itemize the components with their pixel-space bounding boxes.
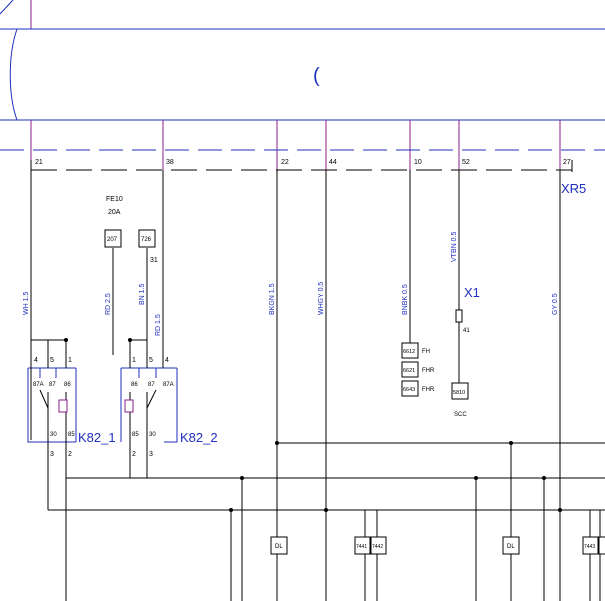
wire-label-wh: WH 1.5	[23, 292, 30, 315]
harness-line	[30, 160, 573, 172]
k82-1-pin-5: 5	[50, 357, 54, 364]
k82-1-pin-30: 30	[50, 432, 57, 438]
k82-2-pin-85: 85	[132, 432, 139, 438]
wire-label-rd25: RD 2.5	[105, 293, 112, 315]
pin-10: 10	[414, 159, 422, 166]
k82-2-contact-87: 87	[148, 382, 155, 388]
fuse-rating: 20A	[108, 209, 121, 216]
box-726: 726 31	[138, 229, 158, 264]
stack-ref-2: 6621	[403, 368, 415, 374]
wires	[30, 170, 561, 601]
wire-label-rd15: RD 1.5	[155, 314, 162, 336]
k82-1-contact-87a: 87A	[33, 382, 44, 388]
k82-2-pin-4: 4	[165, 357, 169, 364]
k82-2-pin-2: 2	[132, 451, 136, 458]
relay-k82-2: 1 5 4 86 87 87A 85 30 2 3 K82_2	[120, 355, 218, 478]
bottom-bus	[30, 340, 605, 601]
stack-label-1: FH	[422, 349, 430, 355]
wire-label-vtbn: VTBN 0.5	[451, 232, 458, 262]
connector-name: XR5	[561, 181, 586, 196]
relay-feed-lines	[30, 339, 164, 355]
bottom-7441: 7441	[356, 544, 367, 550]
bottom-dl-1: DL	[275, 544, 283, 550]
fuse-ref: 207	[107, 237, 118, 243]
k82-1-pin-85: 85	[68, 432, 75, 438]
pin-21: 21	[35, 159, 43, 166]
fuse-name: FE10	[106, 196, 123, 203]
pin-52: 52	[462, 159, 470, 166]
k82-2-contact-86: 86	[131, 382, 138, 388]
pin-22: 22	[281, 159, 289, 166]
k82-2-name: K82_2	[180, 430, 218, 445]
bottom-dl-2: DL	[507, 544, 515, 550]
x1-pin: 41	[463, 328, 470, 334]
k82-1-name: K82_1	[78, 430, 116, 445]
connector-bar	[0, 0, 605, 121]
k82-1-pin-4: 4	[34, 357, 38, 364]
bottom-7442: 7442	[372, 544, 383, 550]
wire-label-bn: BN 1.5	[139, 283, 146, 305]
component-stack: 6612 6621 6643 FH FHR FHR	[401, 342, 435, 397]
box-5810-label: SCC	[454, 412, 467, 418]
box-5810-ref: 5810	[453, 390, 465, 396]
bus-splice-dots	[229, 441, 562, 512]
k82-1-pin-3: 3	[50, 451, 54, 458]
x1-name: X1	[464, 285, 480, 300]
pin-44: 44	[329, 159, 337, 166]
k82-2-contact-87a: 87A	[163, 382, 174, 388]
fuse-fe10: FE10 20A 207	[104, 196, 123, 248]
x1-connector: X1 41	[455, 285, 480, 334]
box-5810: 5810 SCC	[451, 382, 469, 418]
k82-2-pin-5: 5	[149, 357, 153, 364]
k82-1-pin-2: 2	[68, 451, 72, 458]
wire-label-bkgn: BKGN 1.5	[269, 283, 276, 315]
splice-dots	[64, 338, 132, 342]
connector-glyph: (	[313, 65, 320, 87]
stack-label-2: FHR	[422, 368, 435, 374]
box-726-pin: 31	[150, 257, 158, 264]
bottom-boxes: DL 7441 7442 DL 7443	[270, 536, 605, 555]
stack-ref-3: 6643	[403, 387, 415, 393]
pin-38: 38	[166, 159, 174, 166]
k82-1-contact-87: 87	[49, 382, 56, 388]
k82-2-pin-3: 3	[149, 451, 153, 458]
box-726-ref: 726	[141, 237, 152, 243]
k82-1-contact-86: 86	[64, 382, 71, 388]
wire-label-bnbk: BNBK 0.5	[402, 284, 409, 315]
bottom-7443: 7443	[584, 544, 595, 550]
wire-label-whgy: WHGY 0.5	[318, 282, 325, 315]
stack-label-3: FHR	[422, 387, 435, 393]
pin-27: 27	[563, 159, 571, 166]
harness-stubs	[30, 120, 561, 170]
k82-1-pin-1: 1	[68, 357, 72, 364]
wire-label-gy: GY 0.5	[552, 293, 559, 315]
k82-2-pin-1: 1	[132, 357, 136, 364]
stack-ref-1: 6612	[403, 349, 415, 355]
k82-2-pin-30: 30	[149, 432, 156, 438]
relay-k82-1: 4 5 1 87A 87 86 30 85 3 2 K82_1	[27, 355, 116, 601]
